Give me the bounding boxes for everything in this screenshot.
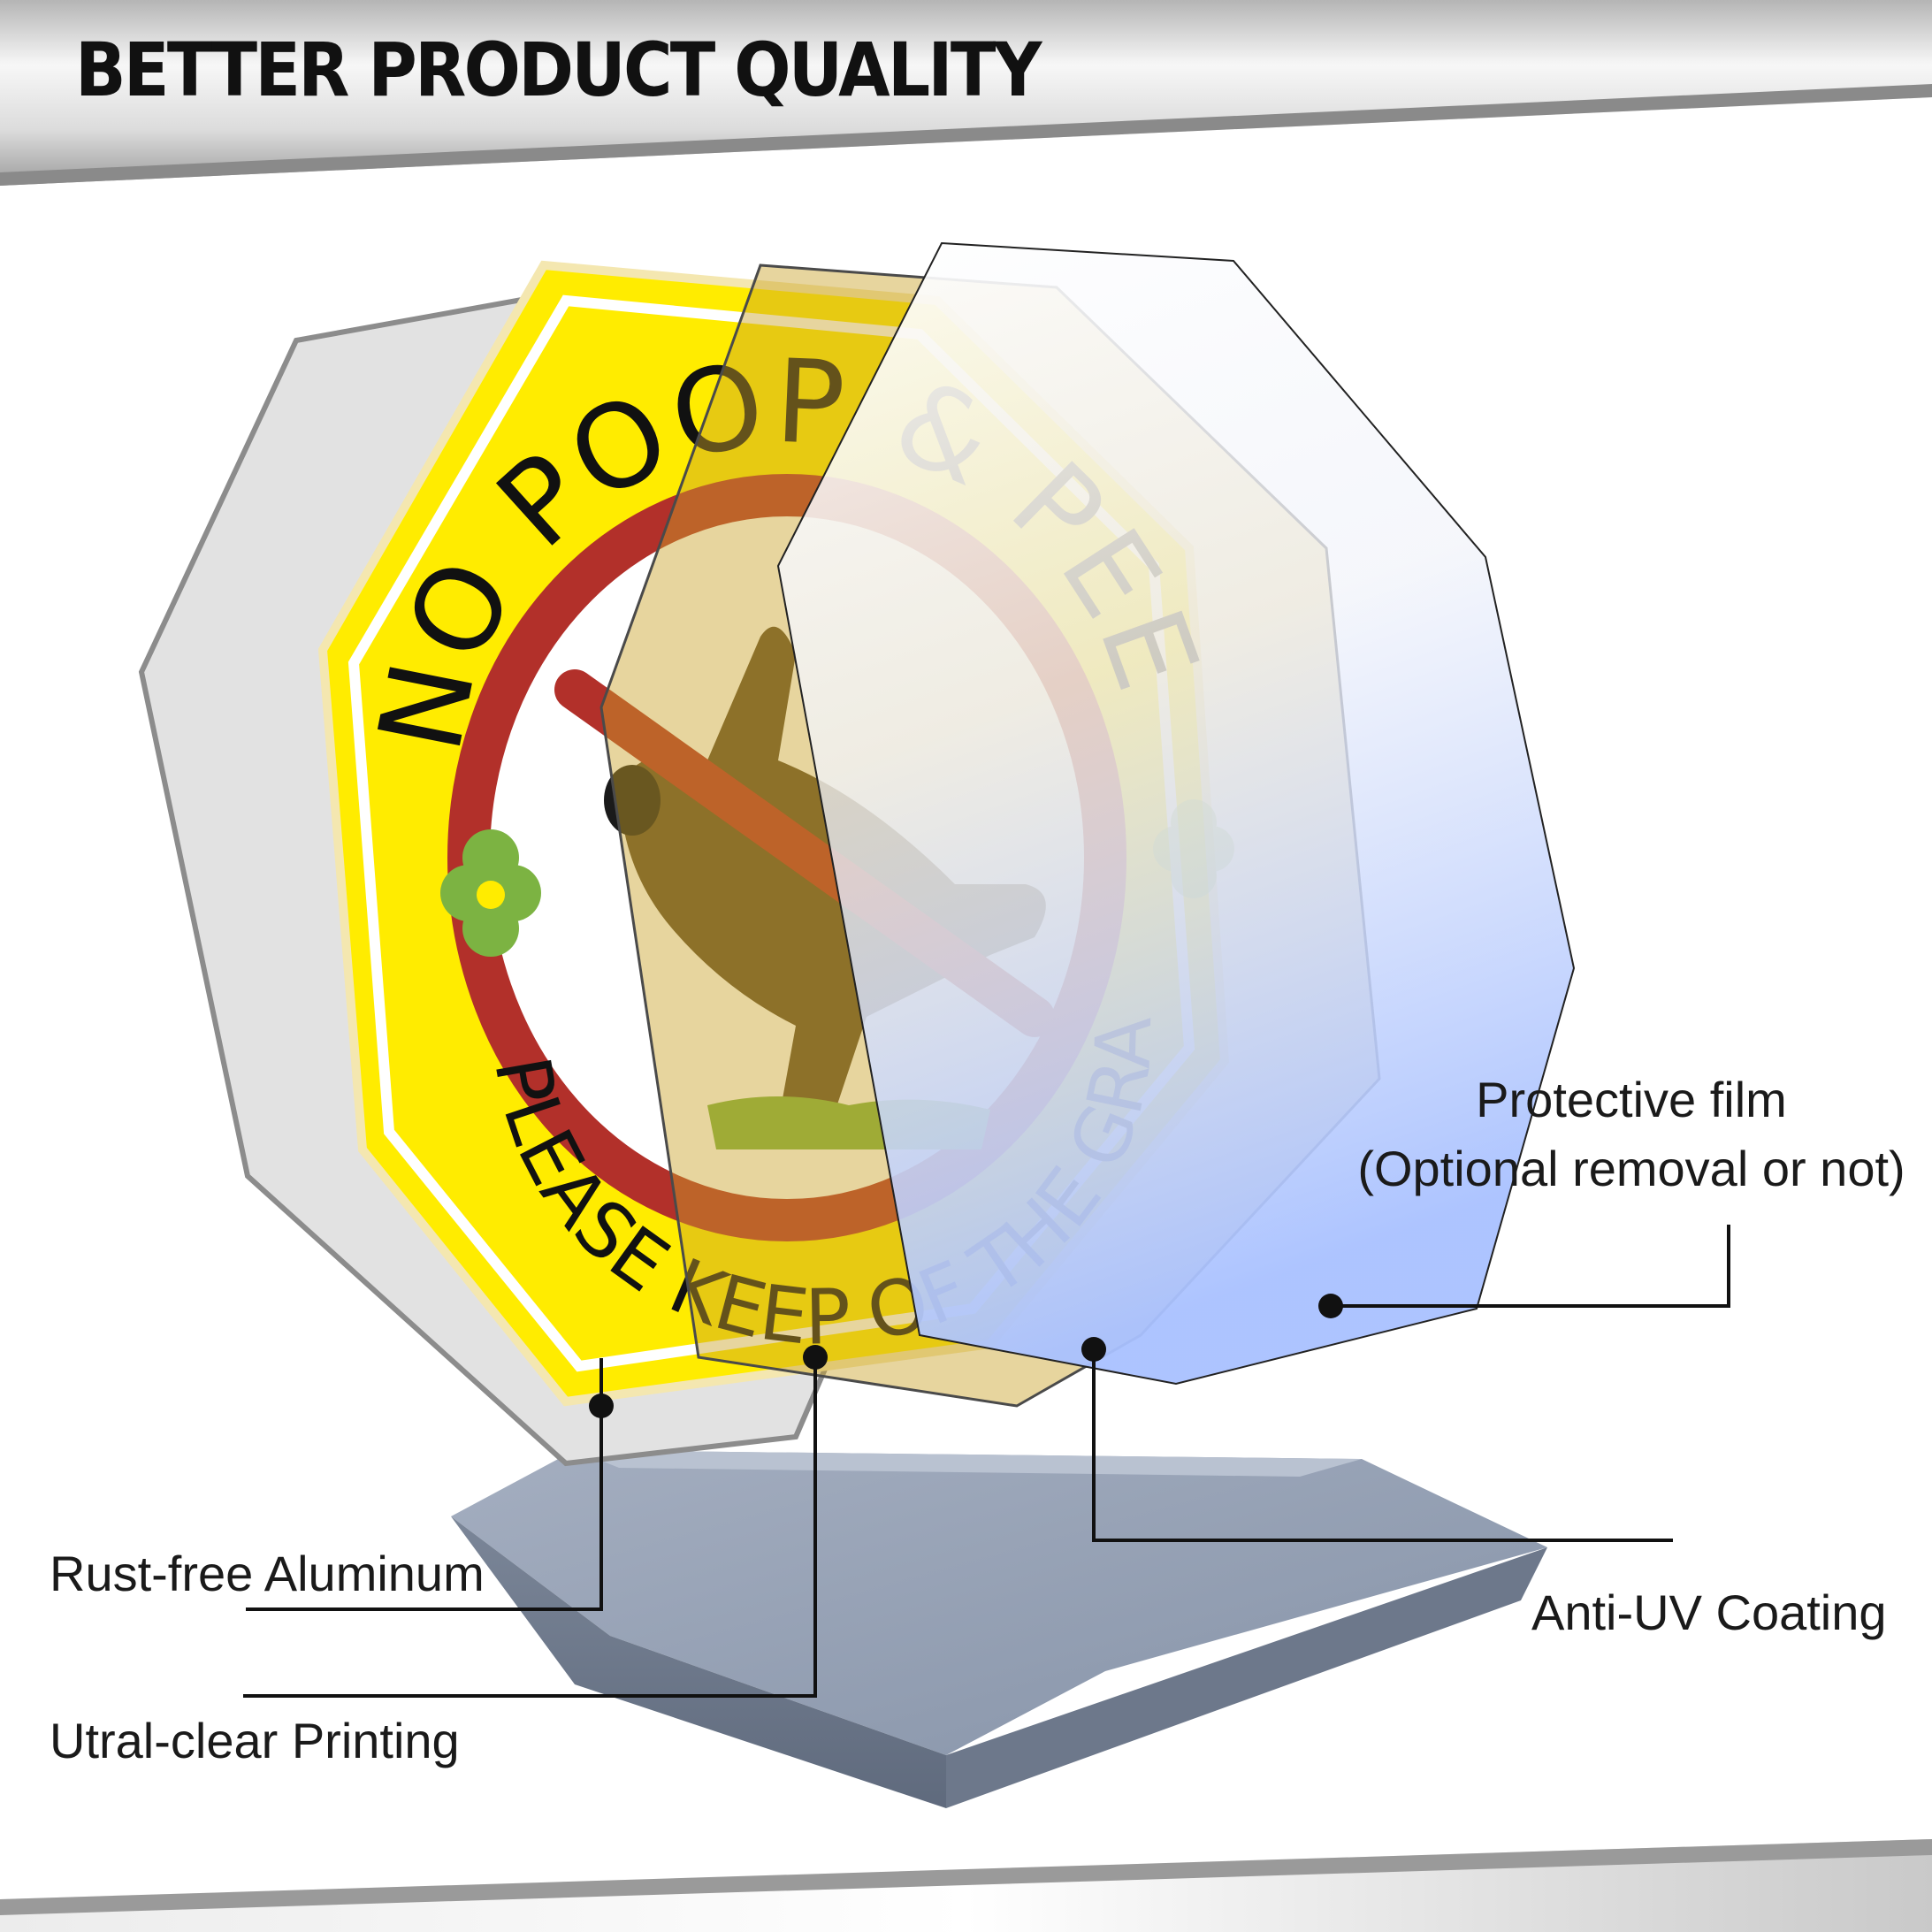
callout-printing: Utral-clear Printing [50,1713,460,1768]
flower-left-icon [440,829,541,957]
callout-markers [589,1294,1343,1418]
marker-anti-uv [1081,1337,1106,1362]
display-stand [451,1450,1547,1808]
callout-protective-film-line1: Protective film [1476,1072,1787,1127]
callout-anti-uv: Anti-UV Coating [1531,1585,1887,1640]
leader-lines [243,1225,1730,1698]
callout-protective-film: Protective film (Optional removal or not… [1335,1065,1928,1203]
marker-printing [803,1345,828,1370]
callout-rust-free: Rust-free Aluminum [50,1546,485,1601]
marker-aluminum [589,1394,614,1418]
footer-band [0,1839,1932,1932]
page-title: BETTER PRODUCT QUALITY [75,27,1042,113]
protective-film-layer [776,241,1576,1386]
header-band [0,0,1932,186]
callout-protective-film-line2: (Optional removal or not) [1357,1141,1905,1196]
marker-protective-film [1318,1294,1343,1318]
